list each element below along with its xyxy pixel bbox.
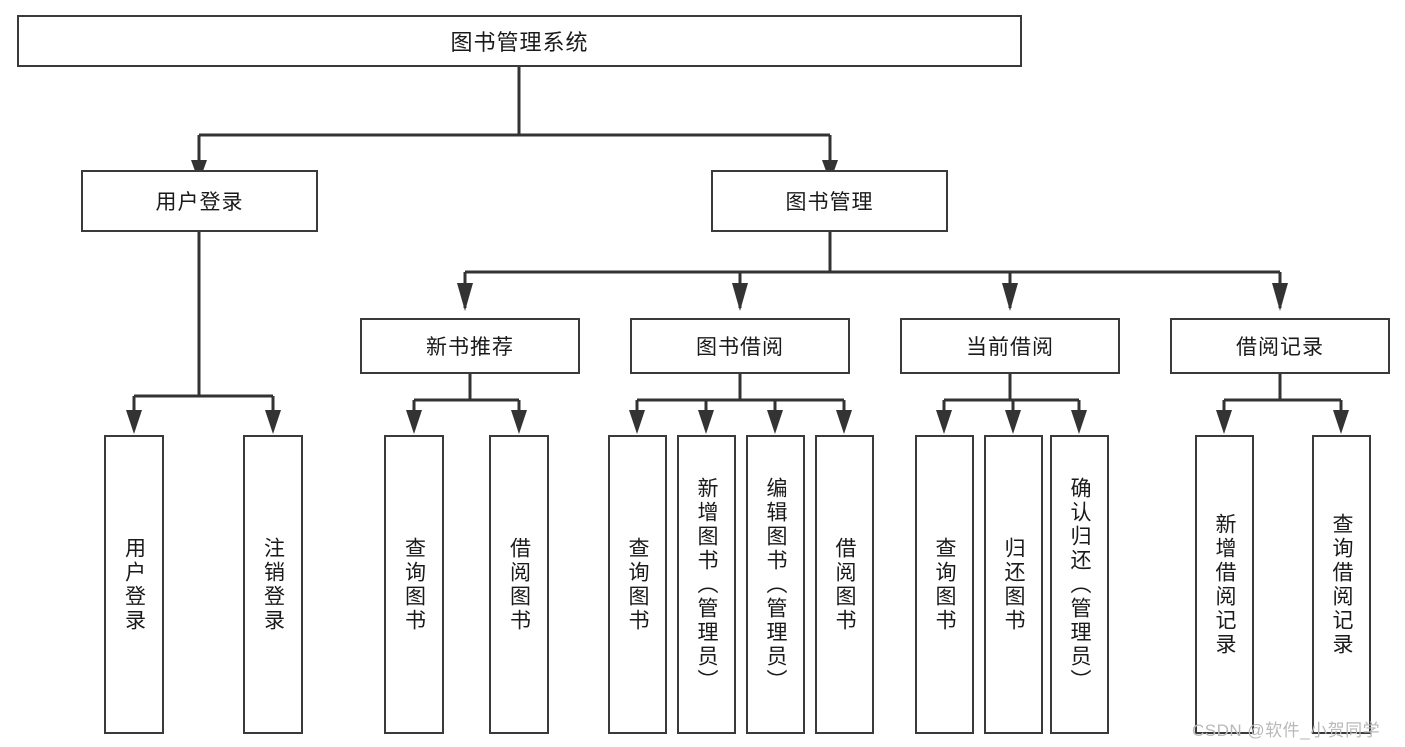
- leaf-add-book-admin[interactable]: 新增图书（管理员）: [677, 435, 736, 734]
- leaf-query-book-2-label: 查询图书: [626, 536, 649, 633]
- node-new-book-recommend[interactable]: 新书推荐: [360, 318, 580, 374]
- leaf-logout[interactable]: 注销登录: [243, 435, 303, 734]
- leaf-return-book[interactable]: 归还图书: [984, 435, 1043, 734]
- node-user-login[interactable]: 用户登录: [81, 170, 318, 232]
- node-borrow-record[interactable]: 借阅记录: [1170, 318, 1390, 374]
- node-book-borrow[interactable]: 图书借阅: [630, 318, 850, 374]
- leaf-user-login-label: 用户登录: [122, 536, 146, 633]
- leaf-add-book-admin-label: 新增图书（管理员）: [695, 476, 718, 693]
- node-root-label: 图书管理系统: [450, 30, 589, 55]
- node-root[interactable]: 图书管理系统: [17, 15, 1022, 67]
- leaf-borrow-book-2-label: 借阅图书: [833, 536, 856, 633]
- node-book-borrow-label: 图书借阅: [696, 336, 784, 359]
- leaf-query-book-1[interactable]: 查询图书: [384, 435, 444, 734]
- leaf-borrow-book-1-label: 借阅图书: [507, 536, 531, 633]
- leaf-query-book-3[interactable]: 查询图书: [915, 435, 974, 734]
- leaf-query-borrow-record-label: 查询借阅记录: [1330, 512, 1353, 657]
- node-new-book-recommend-label: 新书推荐: [426, 336, 514, 359]
- node-book-management[interactable]: 图书管理: [711, 170, 948, 232]
- leaf-return-book-label: 归还图书: [1002, 536, 1025, 633]
- node-borrow-record-label: 借阅记录: [1236, 336, 1324, 359]
- leaf-edit-book-admin[interactable]: 编辑图书（管理员）: [746, 435, 805, 734]
- node-user-login-label: 用户登录: [155, 191, 244, 214]
- leaf-edit-book-admin-label: 编辑图书（管理员）: [764, 476, 787, 693]
- leaf-query-book-1-label: 查询图书: [402, 536, 426, 633]
- csdn-watermark: CSDN @软件_小贺同学: [1192, 721, 1381, 740]
- leaf-borrow-book-2[interactable]: 借阅图书: [815, 435, 874, 734]
- leaf-query-borrow-record[interactable]: 查询借阅记录: [1312, 435, 1371, 734]
- leaf-confirm-return-admin[interactable]: 确认归还（管理员）: [1050, 435, 1109, 734]
- leaf-add-borrow-record-label: 新增借阅记录: [1213, 512, 1236, 657]
- leaf-borrow-book-1[interactable]: 借阅图书: [489, 435, 549, 734]
- leaf-user-login[interactable]: 用户登录: [104, 435, 164, 734]
- node-book-management-label: 图书管理: [785, 191, 874, 214]
- leaf-add-borrow-record[interactable]: 新增借阅记录: [1195, 435, 1254, 734]
- node-current-borrow[interactable]: 当前借阅: [900, 318, 1120, 374]
- node-current-borrow-label: 当前借阅: [966, 336, 1054, 359]
- leaf-logout-label: 注销登录: [261, 536, 285, 633]
- leaf-query-book-3-label: 查询图书: [933, 536, 956, 633]
- leaf-confirm-return-admin-label: 确认归还（管理员）: [1068, 476, 1091, 693]
- leaf-query-book-2[interactable]: 查询图书: [608, 435, 667, 734]
